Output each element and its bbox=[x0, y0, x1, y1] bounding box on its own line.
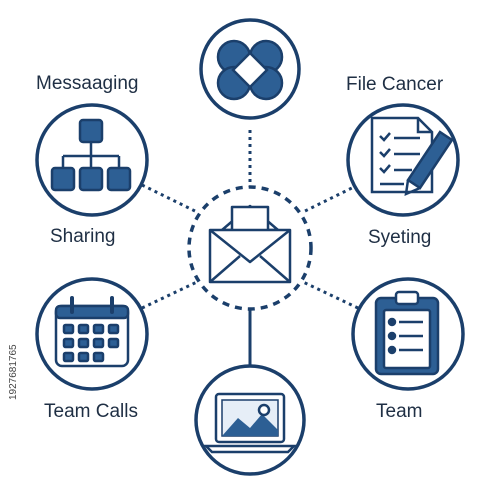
connector-left-upper bbox=[141, 183, 198, 214]
top-node bbox=[199, 18, 301, 120]
label-syeting: Syeting bbox=[368, 227, 432, 248]
document-pen-icon bbox=[370, 116, 454, 197]
org-chart-icon bbox=[50, 118, 132, 192]
label-team-calls: Team Calls bbox=[44, 401, 138, 422]
right-upper-node bbox=[346, 103, 460, 217]
label-file: File Cancer bbox=[346, 74, 444, 95]
laptop-image-icon bbox=[202, 392, 298, 454]
left-upper-node bbox=[35, 103, 149, 217]
bottom-node bbox=[194, 364, 306, 476]
stock-id-text: 1927681765 bbox=[8, 344, 19, 400]
connectors bbox=[141, 130, 359, 368]
calendar-icon bbox=[54, 296, 130, 368]
clipboard-checklist-icon bbox=[374, 290, 440, 376]
connector-right-lower bbox=[302, 280, 359, 310]
label-sharing: Sharing bbox=[50, 226, 116, 247]
hub-node bbox=[187, 185, 313, 311]
connector-left-lower bbox=[141, 280, 198, 310]
open-envelope-icon bbox=[208, 204, 292, 284]
interlocking-circles-icon bbox=[216, 39, 284, 101]
label-messaging: Messaaging bbox=[36, 73, 139, 94]
right-lower-node bbox=[351, 277, 465, 391]
connector-right-upper bbox=[302, 183, 359, 214]
left-lower-node bbox=[35, 277, 149, 391]
label-team: Team bbox=[376, 401, 423, 422]
